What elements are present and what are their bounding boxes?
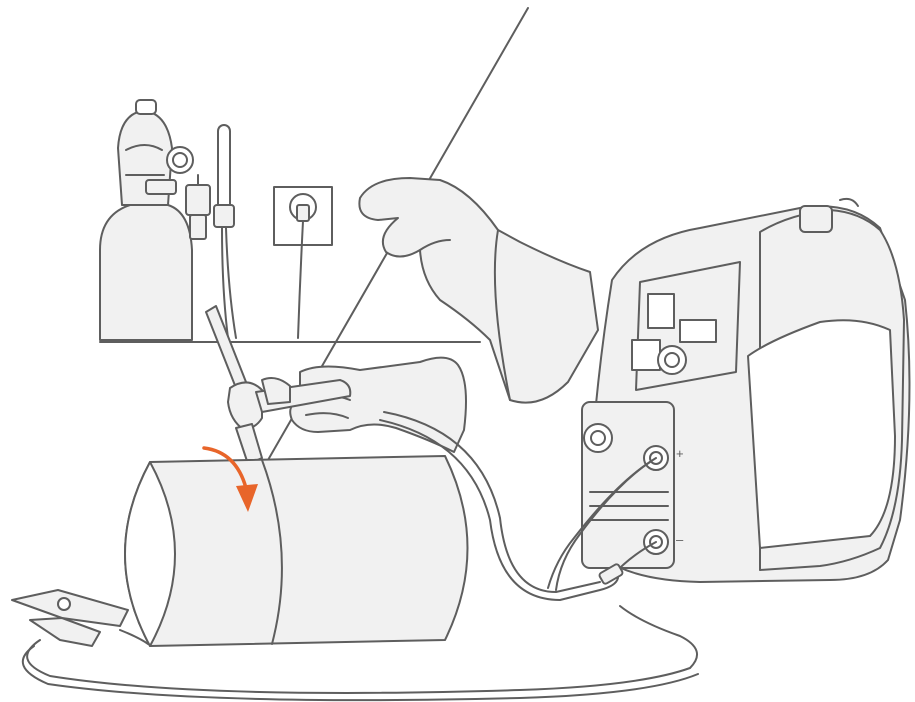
pipe-workpiece-icon [125,456,468,646]
plus-terminal-label: + [676,446,684,461]
wall-socket-icon [274,187,332,338]
gas-cylinder-icon [100,100,192,340]
welding-machine-icon: + – [582,199,909,582]
minus-terminal-label: – [676,532,684,547]
flowmeter-icon [214,125,236,338]
torch-glove [290,358,466,452]
ground-clamp-icon [12,590,148,646]
